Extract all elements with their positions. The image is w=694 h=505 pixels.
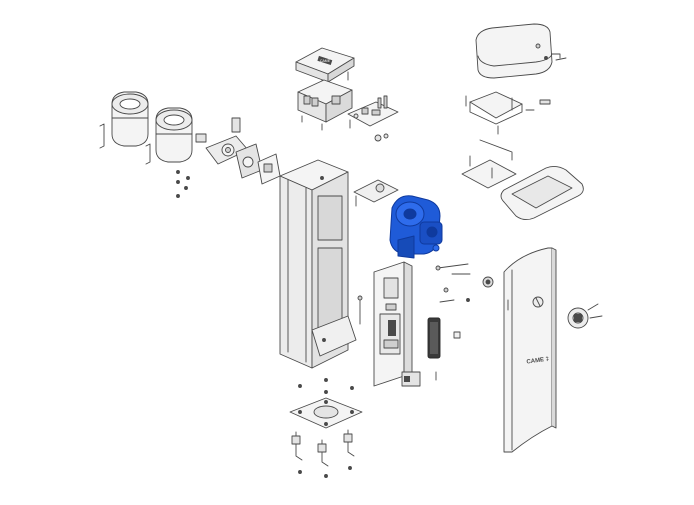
electronic-panel: [357, 261, 421, 387]
cover-tray: [500, 165, 584, 221]
motor-bracket: [353, 179, 399, 207]
lower-bracket: [461, 139, 517, 189]
lock: [567, 303, 603, 329]
brand-plate: [317, 55, 333, 66]
spring-cylinder-right: [155, 107, 193, 163]
gearmotor: [389, 195, 443, 259]
control-board: [347, 95, 399, 142]
left-brackets: [99, 117, 241, 198]
control-box-cover: CAME: [295, 47, 355, 89]
anchor-bolts: [291, 429, 355, 478]
front-door: CAME ‡: [503, 247, 557, 453]
cover-bracket: [465, 91, 551, 135]
spring-cylinder-left: [111, 91, 149, 147]
pivot-assembly: [205, 135, 281, 185]
brand-plate-text: CAME: [320, 59, 331, 63]
anchoring-plate: [289, 378, 363, 429]
main-column: [279, 159, 357, 369]
small-parts: [427, 263, 494, 381]
control-box-base: [297, 79, 353, 131]
top-cover: [475, 23, 567, 79]
cover-logo: CAME ‡: [526, 356, 549, 365]
